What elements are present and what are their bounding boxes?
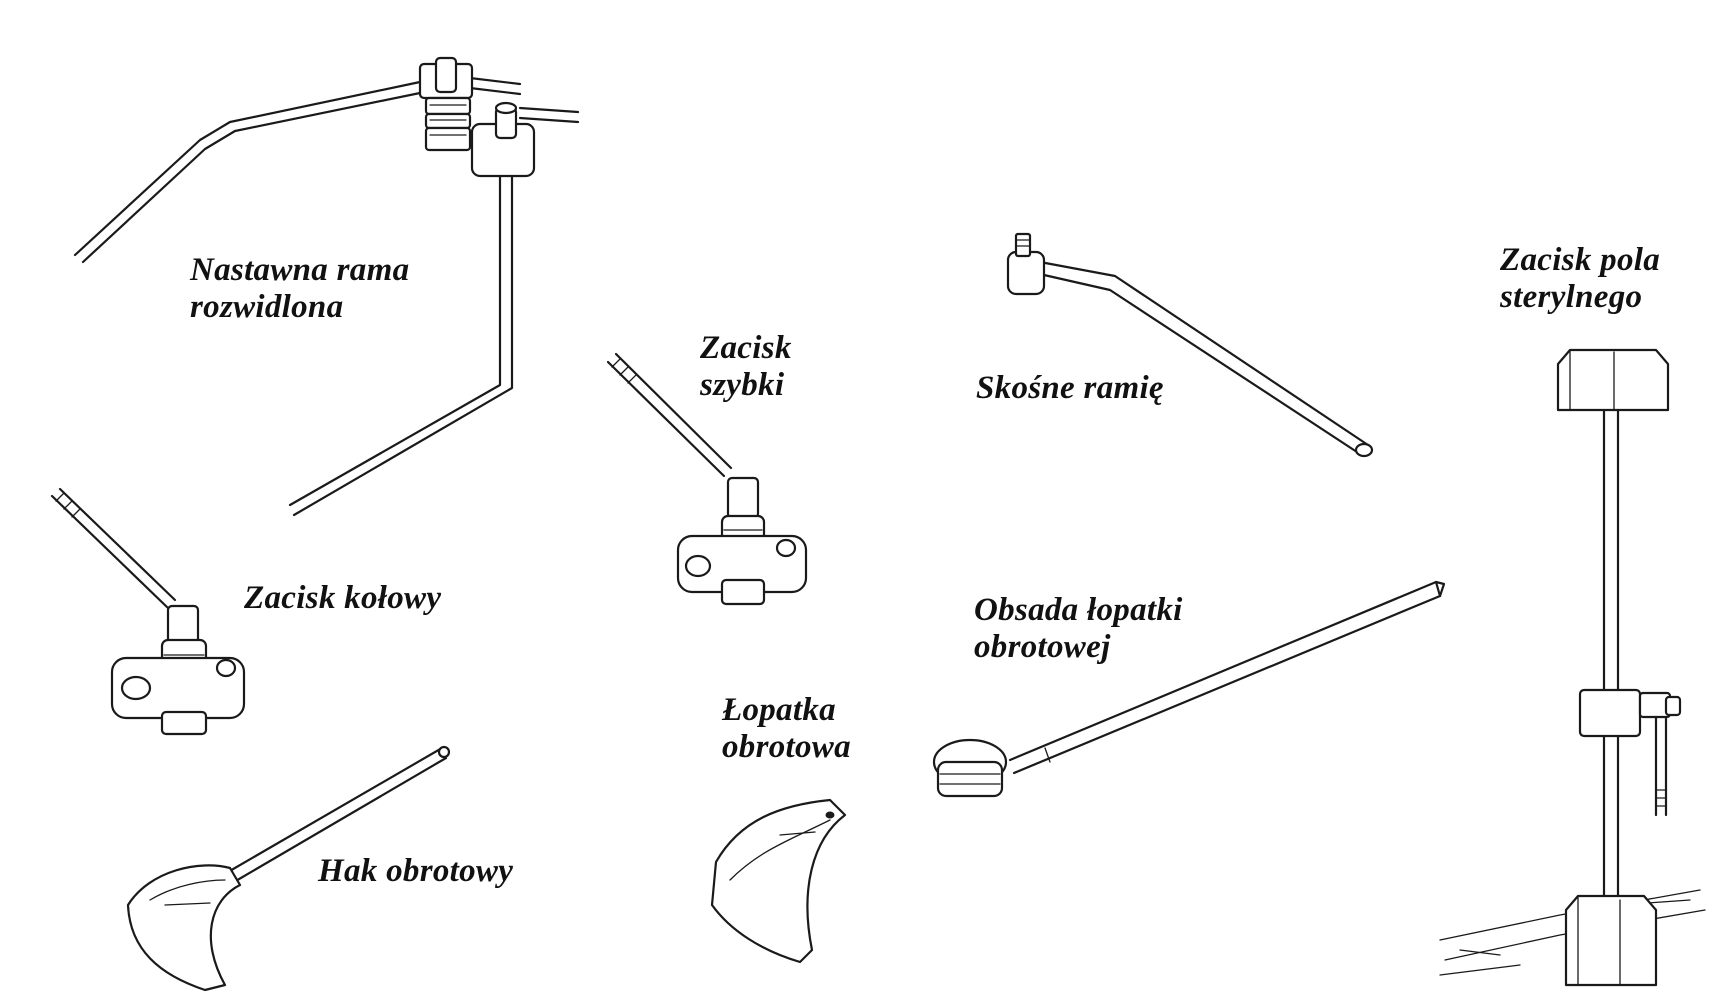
adjustable-forked-frame-drawing: [73, 56, 580, 517]
round-clamp-drawing: [50, 487, 246, 736]
quick-clamp-drawing: [606, 352, 808, 606]
rotating-hook-drawing: [126, 745, 451, 992]
retractor-blade-drawing: [710, 798, 847, 964]
label-sterile-field-clamp: Zacisk pola sterylnego: [1500, 242, 1661, 315]
angled-arm-drawing: [1006, 232, 1374, 458]
label-adjustable-forked-frame: Nastawna rama rozwidlona: [190, 252, 410, 325]
label-round-clamp: Zacisk kołowy: [244, 580, 442, 616]
blade-holder-drawing: [932, 580, 1446, 798]
sterile-field-clamp-drawing: [1439, 348, 1706, 987]
label-quick-clamp: Zacisk szybki: [700, 330, 792, 403]
label-rotating-blade: Łopatka obrotowa: [722, 692, 851, 765]
label-rotating-hook: Hak obrotowy: [318, 853, 514, 889]
label-blade-holder: Obsada łopatki obrotowej: [974, 592, 1183, 665]
label-angled-arm: Skośne ramię: [976, 370, 1164, 406]
